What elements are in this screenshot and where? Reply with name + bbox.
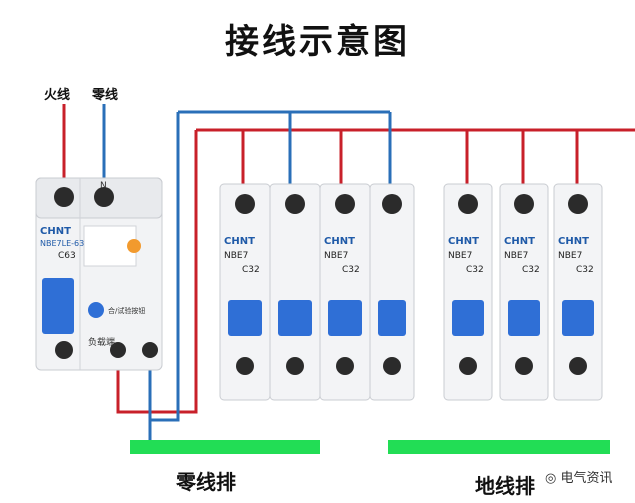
- breaker-pole: [269, 183, 321, 401]
- live-wire-label: 火线: [44, 88, 71, 103]
- breaker-bottom-terminal: [515, 357, 533, 375]
- breaker-bottom-terminal: [569, 357, 587, 375]
- breaker-top-terminal: [235, 194, 255, 214]
- rcd-test-indicator: [127, 239, 141, 253]
- breaker-model: NBE7: [558, 251, 582, 261]
- breaker-brand: CHNT: [224, 236, 255, 247]
- rcd-load-text: 负载端: [88, 336, 115, 348]
- rcd-handle[interactable]: [42, 278, 74, 334]
- neutral-wires: [102, 104, 392, 440]
- live-return-wire: [116, 130, 198, 414]
- breaker-bottom-terminal: [286, 357, 304, 375]
- breaker-top-terminal: [335, 194, 355, 214]
- neutral-wire-label: 零线: [92, 88, 119, 103]
- breaker-brand: CHNT: [324, 236, 355, 247]
- breaker-rating: C32: [466, 265, 484, 275]
- rcd-test-button[interactable]: [88, 302, 104, 318]
- neutral-bus-bar: [130, 440, 320, 454]
- rcd-brand: CHNT: [40, 226, 71, 237]
- live-wires: [62, 104, 635, 414]
- breaker-handle[interactable]: [278, 300, 312, 336]
- watermark-text: 电气资讯: [560, 471, 613, 486]
- breaker-rating: C32: [242, 265, 260, 275]
- breaker-brand: CHNT: [558, 236, 589, 247]
- breaker-body: [499, 183, 549, 401]
- breaker-body: [553, 183, 603, 401]
- breaker-top-terminal: [382, 194, 402, 214]
- breaker-body: [443, 183, 493, 401]
- breaker-model: NBE7: [224, 251, 248, 261]
- rcd-out-terminal-3: [142, 342, 158, 358]
- breaker-pole: [369, 183, 415, 401]
- watermark: ◎ 电气资讯: [545, 467, 613, 486]
- breaker-model: NBE7: [324, 251, 348, 261]
- breaker-handle[interactable]: [562, 300, 594, 336]
- rcd-out-terminal-1: [55, 341, 73, 359]
- breaker-top-terminal: [568, 194, 588, 214]
- rcd-rating: C63: [58, 251, 76, 261]
- neutral-bar-label: 零线排: [176, 470, 236, 494]
- breaker-top-terminal: [458, 194, 478, 214]
- breaker-rating: C32: [522, 265, 540, 275]
- rcd-terminal-live: [54, 187, 74, 207]
- wechat-icon: ◎: [545, 471, 557, 486]
- breaker-bottom-terminal: [383, 357, 401, 375]
- breaker-handle[interactable]: [228, 300, 262, 336]
- rcd-model: NBE7LE-63: [40, 239, 84, 248]
- breaker-bottom-terminal: [336, 357, 354, 375]
- neutral-return-wire: [148, 112, 180, 422]
- ground-bus-bar: [388, 440, 610, 454]
- breaker-handle[interactable]: [328, 300, 362, 336]
- breaker-model: NBE7: [448, 251, 472, 261]
- breaker-rating: C32: [342, 265, 360, 275]
- breaker-top-terminal: [285, 194, 305, 214]
- rcd-n-mark: N: [100, 181, 107, 191]
- rcd-breaker: N CHNT NBE7LE-63 C63 合/试验按钮 负载端: [35, 177, 163, 371]
- breaker-handle[interactable]: [508, 300, 540, 336]
- breaker-brand: CHNT: [504, 236, 535, 247]
- rcd-test-text: 合/试验按钮: [108, 306, 145, 315]
- breaker-rating: C32: [576, 265, 594, 275]
- breaker-model: NBE7: [504, 251, 528, 261]
- breaker-bottom-terminal: [459, 357, 477, 375]
- breaker-handle[interactable]: [378, 300, 406, 336]
- ground-bar-label: 地线排: [475, 474, 535, 498]
- rcd-terminal-neutral: [94, 187, 114, 207]
- rcd-out-terminal-2: [110, 342, 126, 358]
- breaker-body: [369, 183, 415, 401]
- breaker-brand: CHNT: [448, 236, 479, 247]
- breaker-bottom-terminal: [236, 357, 254, 375]
- breaker-top-terminal: [514, 194, 534, 214]
- page-title: 接线示意图: [225, 22, 410, 62]
- breaker-handle[interactable]: [452, 300, 484, 336]
